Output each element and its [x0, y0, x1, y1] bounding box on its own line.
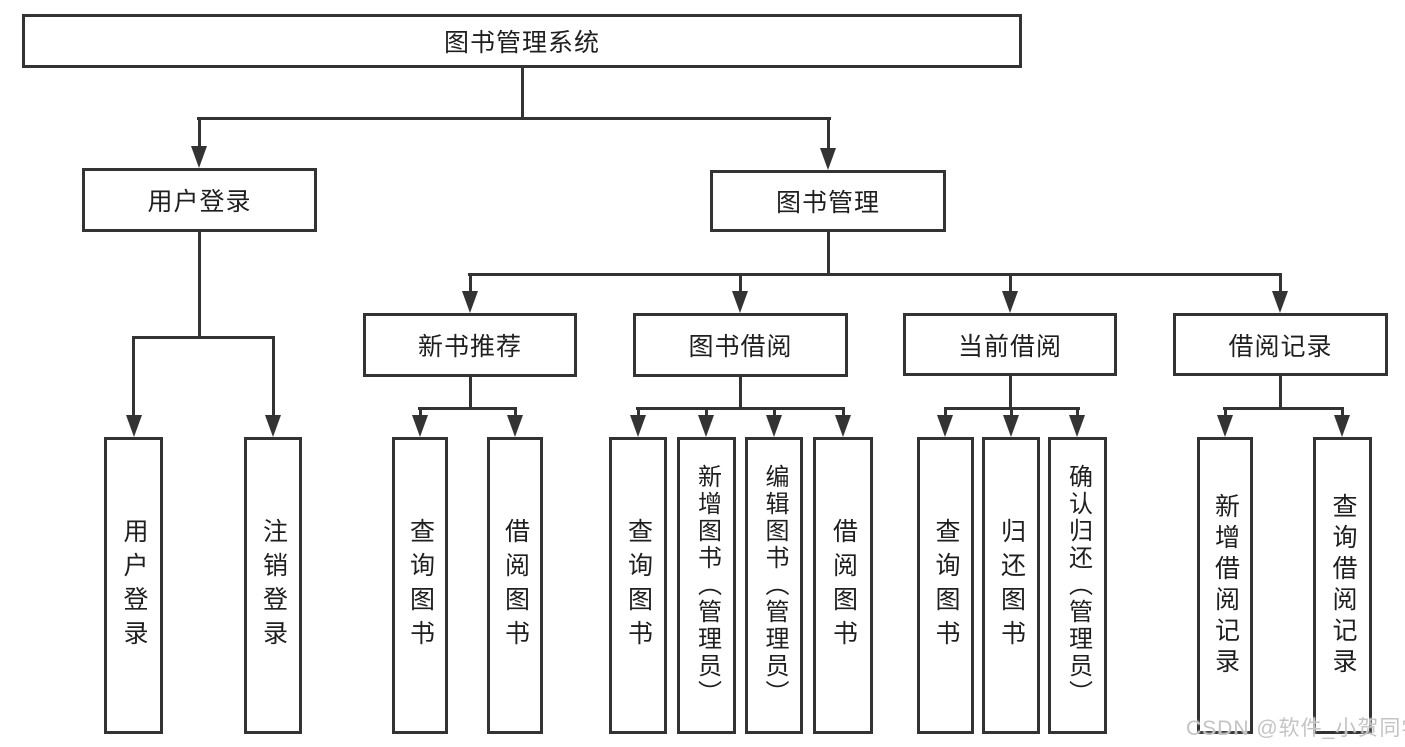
leaf-user-login: 用户登录: [104, 437, 163, 734]
leaf-edit-book-admin: 编辑图书（管理员）: [745, 437, 803, 734]
connector-line: [636, 407, 845, 410]
node-current-borrowing-label: 当前借阅: [957, 332, 1062, 361]
arrow-down-icon: [698, 415, 714, 437]
arrow-down-icon: [412, 415, 428, 437]
connector-line: [1076, 407, 1079, 417]
connector-line: [468, 273, 1282, 276]
leaf-confirm-return-admin: 确认归还（管理员）: [1048, 437, 1107, 734]
connector-line: [1009, 375, 1012, 409]
connector-line: [705, 407, 708, 417]
arrow-down-icon: [835, 415, 851, 437]
node-new-book-recommend-label: 新书推荐: [417, 333, 522, 361]
leaf-return-book: 归还图书: [982, 437, 1040, 734]
arrow-down-icon: [766, 415, 782, 437]
connector-line: [198, 230, 201, 338]
node-book-borrowing: 图书借阅: [633, 313, 848, 377]
leaf-add-book-admin-label: 新增图书（管理员）: [693, 464, 721, 707]
arrow-down-icon: [507, 415, 523, 437]
arrow-down-icon: [191, 146, 207, 168]
connector-line: [827, 230, 830, 275]
leaf-logout-login-label: 注销登录: [259, 517, 288, 654]
connector-line: [827, 117, 830, 151]
arrow-down-icon: [937, 415, 953, 437]
leaf-query-books-current: 查询图书: [917, 437, 974, 734]
node-book-management: 图书管理: [710, 170, 946, 232]
connector-line: [739, 273, 742, 294]
node-user-login-label: 用户登录: [147, 188, 252, 216]
arrow-down-icon: [1334, 415, 1350, 437]
leaf-return-book-label: 归还图书: [997, 517, 1026, 654]
connector-line: [739, 375, 742, 409]
leaf-borrow-books-recommend: 借阅图书: [487, 437, 543, 734]
connector-line: [419, 407, 422, 417]
connector-line: [1279, 375, 1282, 409]
leaf-user-login-label: 用户登录: [120, 517, 148, 654]
leaf-query-books-recommend-label: 查询图书: [406, 517, 435, 654]
arrow-down-icon: [265, 415, 281, 437]
connector-line: [1223, 407, 1344, 410]
connector-line: [514, 407, 517, 417]
arrow-down-icon: [732, 291, 748, 313]
connector-line: [842, 407, 845, 417]
leaf-query-books-recommend: 查询图书: [392, 437, 448, 734]
watermark: CSDN @软件_小贺同学: [1186, 717, 1405, 740]
arrow-down-icon: [820, 148, 836, 170]
connector-line: [418, 407, 517, 410]
node-borrowing-records-label: 借阅记录: [1228, 332, 1333, 361]
arrow-down-icon: [126, 415, 142, 437]
leaf-add-borrow-record-label: 新增借阅记录: [1211, 492, 1240, 679]
arrow-down-icon: [1069, 415, 1085, 437]
node-book-borrowing-label: 图书借阅: [688, 333, 793, 361]
leaf-logout-login: 注销登录: [244, 437, 302, 734]
connector-line: [944, 407, 947, 417]
connector-line: [469, 375, 472, 409]
connector-line: [1224, 407, 1227, 417]
arrow-down-icon: [1003, 415, 1019, 437]
connector-line: [637, 407, 640, 417]
node-root-label: 图书管理系统: [443, 29, 600, 57]
connector-line: [132, 336, 275, 339]
leaf-add-book-admin: 新增图书（管理员）: [677, 437, 736, 734]
leaf-edit-book-admin-label: 编辑图书（管理员）: [761, 464, 788, 707]
arrow-down-icon: [1217, 415, 1233, 437]
connector-line: [198, 117, 201, 149]
leaf-query-borrow-record-label: 查询借阅记录: [1329, 492, 1357, 679]
leaf-query-books-borrowing-label: 查询图书: [624, 517, 653, 654]
node-new-book-recommend: 新书推荐: [363, 313, 577, 377]
connector-line: [521, 66, 524, 119]
leaf-borrow-books-borrowing: 借阅图书: [813, 437, 873, 734]
connector-line: [773, 407, 776, 417]
connector-line: [1279, 273, 1282, 294]
connector-line: [1010, 407, 1013, 417]
arrow-down-icon: [462, 291, 478, 313]
arrow-down-icon: [1272, 291, 1288, 313]
connector-line: [1009, 273, 1012, 294]
leaf-query-books-borrowing: 查询图书: [609, 437, 667, 734]
connector-line: [132, 336, 135, 418]
leaf-query-borrow-record: 查询借阅记录: [1313, 437, 1372, 734]
node-root: 图书管理系统: [22, 14, 1022, 68]
connector-line: [197, 117, 831, 120]
node-book-management-label: 图书管理: [775, 189, 880, 217]
leaf-query-books-current-label: 查询图书: [932, 517, 960, 654]
leaf-add-borrow-record: 新增借阅记录: [1197, 437, 1253, 734]
node-borrowing-records: 借阅记录: [1173, 313, 1388, 376]
leaf-confirm-return-admin-label: 确认归还（管理员）: [1064, 464, 1092, 707]
leaf-borrow-books-borrowing-label: 借阅图书: [829, 517, 858, 654]
leaf-borrow-books-recommend-label: 借阅图书: [501, 517, 530, 654]
node-current-borrowing: 当前借阅: [903, 313, 1117, 376]
connector-line: [1341, 407, 1344, 417]
arrow-down-icon: [630, 415, 646, 437]
connector-line: [469, 273, 472, 294]
arrow-down-icon: [1002, 291, 1018, 313]
connector-line: [272, 336, 275, 418]
node-user-login: 用户登录: [82, 168, 317, 232]
